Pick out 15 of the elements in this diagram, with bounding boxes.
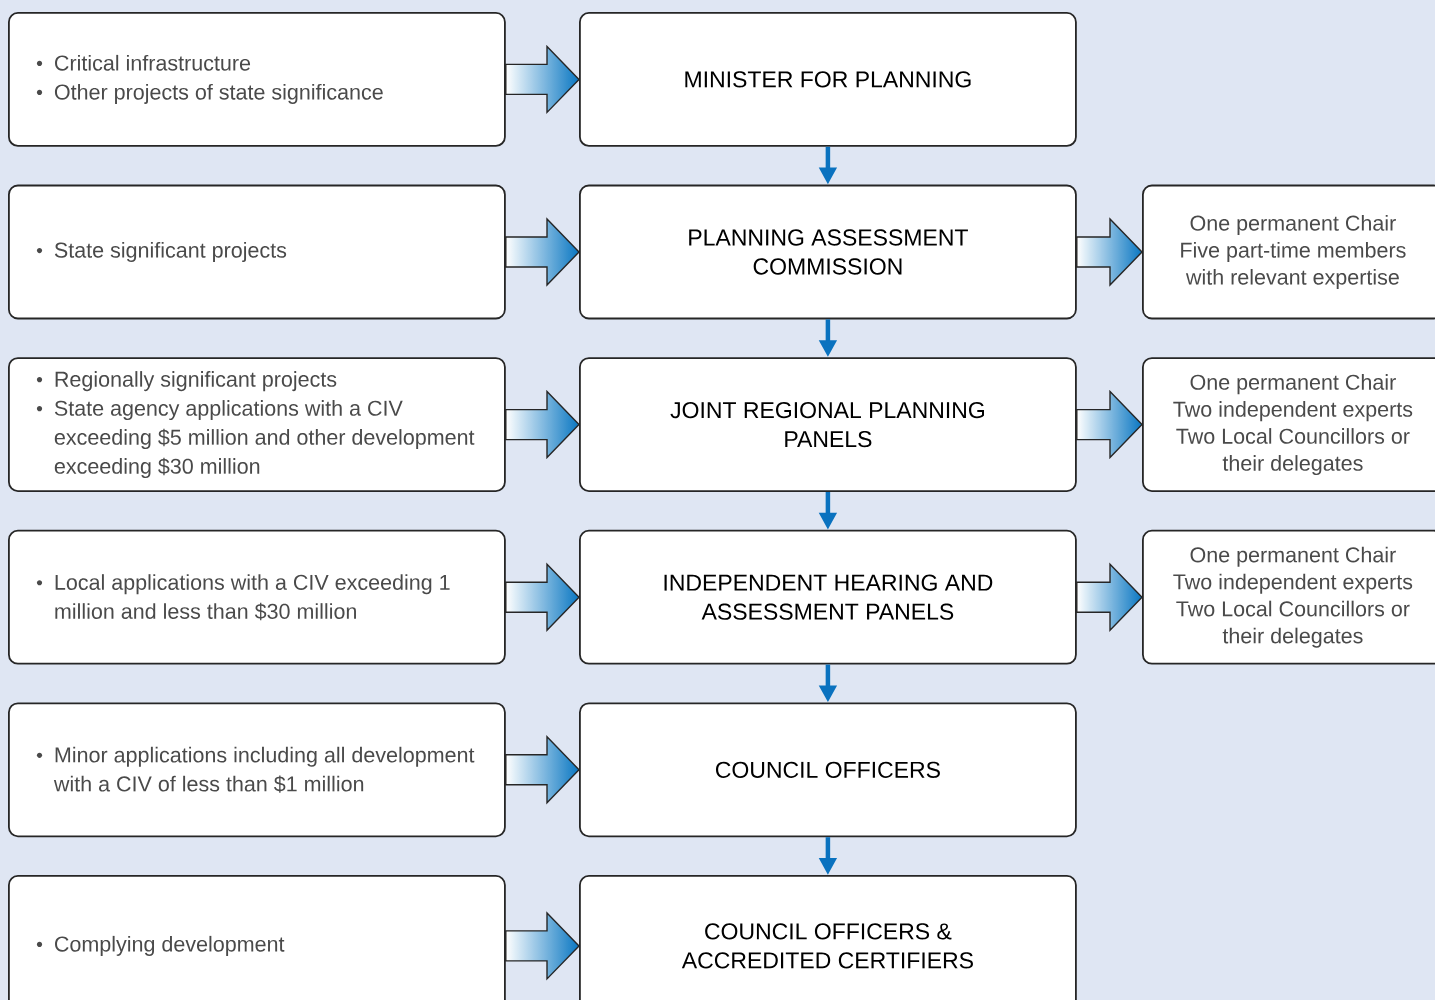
criteria-box: Complying development: [8, 875, 506, 1000]
membership-box: One permanent Chair Five part-time members with relevant expertise: [1142, 184, 1435, 320]
decision-body-box: COUNCIL OFFICERS: [579, 702, 1077, 838]
membership-box: One permanent Chair Two independent experts Two Local Councillors or their delegates: [1142, 357, 1435, 492]
decision-body-box: JOINT REGIONAL PLANNING PANELS: [579, 357, 1077, 492]
membership-box: One permanent Chair Two independent experts Two Local Councillors or their delegates: [1142, 529, 1435, 665]
criteria-box: State significant projects: [8, 184, 506, 320]
decision-body-box: COUNCIL OFFICERS & ACCREDITED CERTIFIERS: [579, 875, 1077, 1000]
decision-body-box: PLANNING ASSESSMENT COMMISSION: [579, 184, 1077, 320]
criteria-box: Critical infrastructure Other projects of state significance: [8, 12, 506, 147]
decision-body-box: INDEPENDENT HEARING AND ASSESSMENT PANELS: [579, 529, 1077, 665]
criteria-box: Regionally significant projects State agency applications with a CIV exceeding $5 million and other development exceeding $30 million: [8, 357, 506, 492]
criteria-box: Minor applications including all development with a CIV of less than $1 million: [8, 702, 506, 838]
criteria-box: Local applications with a CIV exceeding 1 million and less than $30 million: [8, 529, 506, 665]
decision-body-box: MINISTER FOR PLANNING: [579, 12, 1077, 147]
